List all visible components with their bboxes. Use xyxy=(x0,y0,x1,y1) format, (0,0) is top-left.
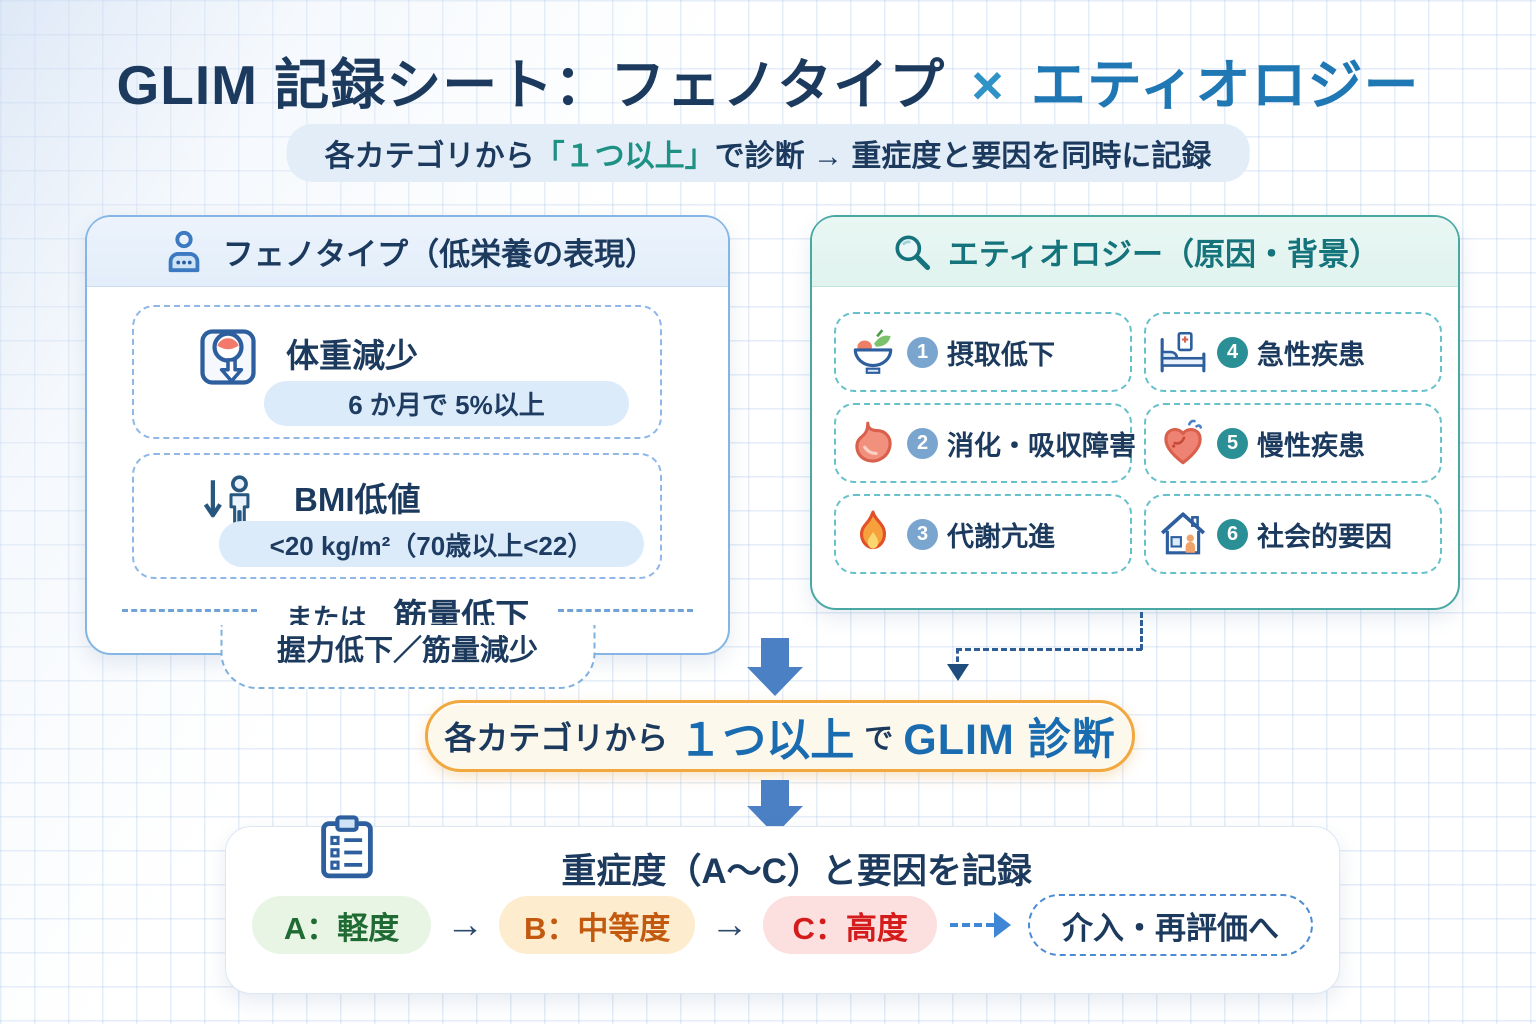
bmi-person-icon xyxy=(203,475,250,528)
severity-c-badge: C：高度 xyxy=(763,896,937,954)
arrow-a-to-b: → xyxy=(446,903,485,946)
banner-pre: 各カテゴリから xyxy=(444,720,669,756)
phenotype-panel: フェノタイプ（低栄養の表現） 体重減少 6 か月で 5%以上 BMI低値 <20… xyxy=(85,215,730,689)
title-main: GLIM 記録シート：フェノタイプ xyxy=(116,54,946,116)
person-icon xyxy=(168,230,200,272)
badge-2: 2 xyxy=(907,427,938,459)
etiology-label-social: 社会的要因 xyxy=(1257,521,1392,552)
etiology-label-acute: 急性疾患 xyxy=(1257,339,1365,370)
etiology-connector-arrowhead xyxy=(947,664,969,681)
etiology-connector-horizontal xyxy=(956,648,1142,651)
badge-3: 3 xyxy=(907,518,938,550)
phenotype-title: フェノタイプ（低栄養の表現） xyxy=(222,237,657,272)
dashed-arrow-to-next xyxy=(950,912,1011,938)
record-panel: 重症度（A〜C）と要因を記録 A：軽度 → B：中等度 → C：高度 介入・再評… xyxy=(225,815,1340,994)
bmi-label: BMI低値 xyxy=(294,481,421,518)
muscle-loss-detail-bubble: 握力低下／筋量減少 xyxy=(220,625,595,689)
arrow-b-to-c: → xyxy=(710,903,749,946)
etiology-header: エティオロジー（原因・背景） xyxy=(812,217,1458,287)
etiology-connector-vertical xyxy=(1140,612,1143,650)
house-icon xyxy=(1160,512,1206,555)
next-step-pill: 介入・再評価へ xyxy=(1028,894,1313,956)
etiology-item-chronic: 5 慢性疾患 xyxy=(1144,403,1442,483)
badge-6: 6 xyxy=(1217,518,1248,550)
subtitle-pill: 各カテゴリから「１つ以上」で診断 → 重症度と要因を同時に記録 xyxy=(286,124,1250,182)
muscle-loss-detail: 握力低下／筋量減少 xyxy=(276,635,538,667)
etiology-label-digestive: 消化・吸収障害 xyxy=(947,430,1136,461)
badge-5: 5 xyxy=(1217,427,1248,459)
title-accent: エティオロジー xyxy=(1030,54,1420,116)
etiology-item-digestive: 2 消化・吸収障害 xyxy=(834,403,1136,483)
badge-4: 4 xyxy=(1217,336,1248,368)
weight-loss-card: 体重減少 6 か月で 5%以上 xyxy=(132,305,662,439)
banner-big: １つ以上 xyxy=(678,716,855,765)
weight-loss-detail: 6 か月で 5%以上 xyxy=(264,381,629,426)
heart-icon xyxy=(1164,419,1203,465)
title-x-mark: × xyxy=(971,54,1005,116)
phenotype-header: フェノタイプ（低栄養の表現） xyxy=(87,217,728,287)
scale-down-icon xyxy=(200,329,256,385)
etiology-connector-stub xyxy=(956,648,959,662)
subtitle-pre: 各カテゴリから xyxy=(324,140,535,173)
etiology-item-acute: 4 急性疾患 xyxy=(1144,312,1442,392)
etiology-panel: エティオロジー（原因・背景） 1 摂取低下 4 急性疾患 xyxy=(810,215,1460,610)
subtitle-highlight: 「１つ以上」 xyxy=(534,140,715,173)
or-divider-left xyxy=(122,609,257,612)
stomach-icon xyxy=(855,421,892,463)
etiology-item-hypermetabolism: 3 代謝亢進 xyxy=(834,494,1132,574)
banner-mid: で xyxy=(864,723,894,755)
etiology-label-hypermetabolism: 代謝亢進 xyxy=(947,521,1055,552)
page-title: GLIM 記録シート：フェノタイプ × エティオロジー xyxy=(0,40,1536,120)
etiology-label-chronic: 慢性疾患 xyxy=(1257,430,1365,461)
banner-end: GLIM 診断 xyxy=(903,716,1116,764)
weight-loss-label: 体重減少 xyxy=(286,337,418,374)
diagnosis-banner: 各カテゴリから １つ以上 で GLIM 診断 xyxy=(425,700,1135,772)
etiology-title: エティオロジー（原因・背景） xyxy=(947,237,1381,272)
flame-icon xyxy=(859,510,887,550)
severity-b-badge: B：中等度 xyxy=(499,896,696,954)
etiology-item-social: 6 社会的要因 xyxy=(1144,494,1442,574)
subtitle-post: で診断 → 重症度と要因を同時に記録 xyxy=(714,140,1212,173)
record-title: 重症度（A〜C）と要因を記録 xyxy=(561,852,1032,891)
magnifier-icon xyxy=(895,235,931,270)
clipboard-icon xyxy=(321,815,373,879)
etiology-label-intake: 摂取低下 xyxy=(947,339,1055,370)
severity-a-badge: A：軽度 xyxy=(252,896,432,954)
hospital-bed-icon xyxy=(1160,331,1206,373)
bmi-detail: <20 kg/m²（70歳以上<22） xyxy=(219,521,644,567)
arrow-down-to-banner xyxy=(747,638,803,696)
bmi-card: BMI低値 <20 kg/m²（70歳以上<22） xyxy=(132,453,662,579)
severity-row: A：軽度 → B：中等度 → C：高度 介入・再評価へ xyxy=(252,893,1313,957)
salad-bowl-icon xyxy=(853,329,893,374)
etiology-item-intake: 1 摂取低下 xyxy=(834,312,1132,392)
or-divider-right xyxy=(558,609,693,612)
badge-1: 1 xyxy=(907,336,938,368)
